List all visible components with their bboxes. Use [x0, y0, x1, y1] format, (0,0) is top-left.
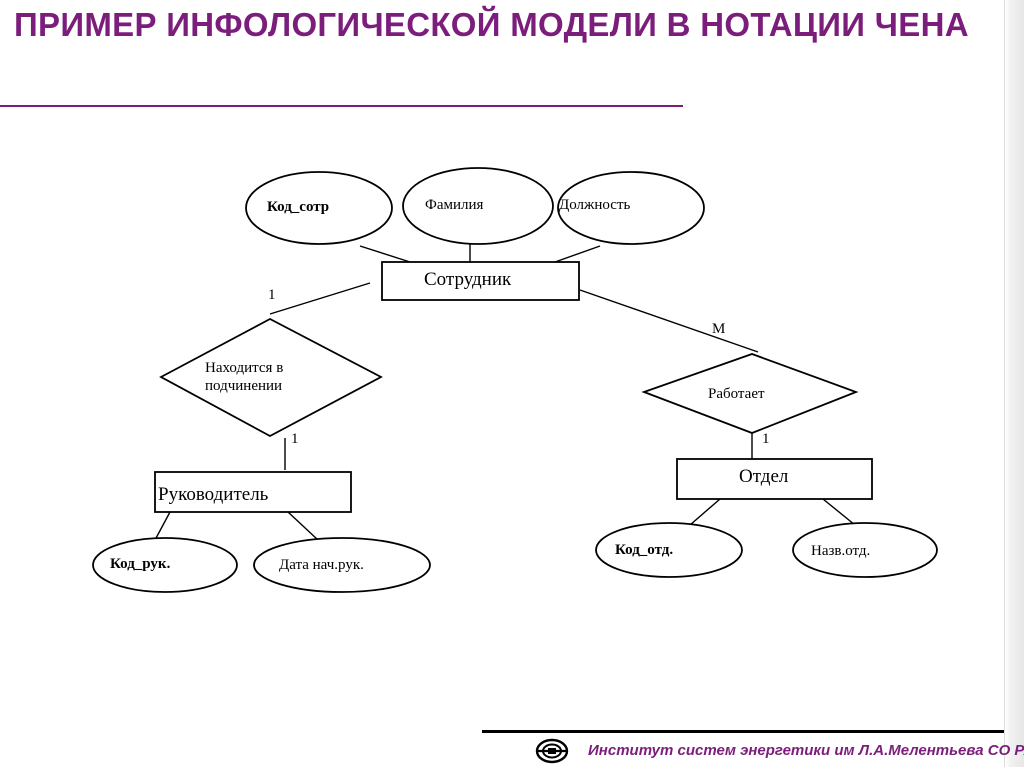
attribute-mgr-start: [253, 537, 431, 593]
attribute-dept-id: [595, 522, 743, 578]
institute-logo-icon: [535, 738, 569, 764]
attribute-emp-id: [245, 171, 393, 245]
attribute-dept-name: [792, 522, 938, 578]
entity-department-label: Отдел: [739, 466, 789, 487]
attribute-surname-label: Фамилия: [425, 197, 484, 213]
attribute-emp-id-label: Код_сотр: [267, 199, 329, 215]
relationship-subordinate: [159, 317, 383, 438]
attribute-mgr-start-label: Дата нач.рук.: [279, 557, 364, 573]
attribute-position: [557, 171, 705, 245]
attribute-dept-name-label: Назв.отд.: [811, 543, 870, 559]
attribute-position-label: Должность: [559, 197, 630, 213]
cardinality-works-dept: 1: [762, 431, 770, 447]
connectors: [154, 244, 856, 541]
line-mgr-start: [287, 511, 319, 541]
cardinality-emp-subordinate: 1: [268, 287, 276, 303]
footer-rule: [482, 730, 1004, 733]
attribute-mgr-id-label: Код_рук.: [110, 556, 171, 572]
title-underline: [0, 105, 683, 107]
line-position: [554, 245, 601, 263]
line-emp-works: [579, 289, 759, 353]
entity-manager-label: Руководитель: [158, 484, 269, 505]
entity-employee-label: Сотрудник: [424, 269, 512, 290]
relationship-works: [641, 353, 859, 434]
cardinality-subordinate-manager: 1: [291, 431, 299, 447]
relationship-works-label: Работает: [708, 386, 765, 402]
slide-title: ПРИМЕР ИНФОЛОГИЧЕСКОЙ МОДЕЛИ В НОТАЦИИ Ч…: [14, 6, 969, 43]
entity-department: [676, 458, 873, 500]
line-dept-name: [822, 498, 856, 526]
attribute-surname: [402, 167, 554, 245]
attribute-mgr-id: [92, 537, 238, 593]
er-diagram: Код_сотр Фамилия Должность Код_рук. Дата…: [92, 167, 938, 593]
relationship-subordinate-label-1: Находится в: [205, 360, 283, 376]
line-dept-id: [689, 498, 721, 526]
line-mgr-id: [154, 511, 171, 541]
cardinality-emp-works: М: [712, 321, 725, 337]
relationship-subordinate-label-2: подчинении: [205, 378, 282, 394]
line-emp-subordinate: [269, 282, 371, 315]
footer-institute-name: Институт систем энергетики им Л.А.Мелент…: [588, 742, 1024, 759]
entity-employee: [381, 261, 580, 301]
entity-manager: [154, 471, 352, 513]
line-emp-id: [359, 245, 411, 263]
slide-right-edge: [1004, 0, 1024, 767]
attribute-dept-id-label: Код_отд.: [615, 542, 673, 558]
